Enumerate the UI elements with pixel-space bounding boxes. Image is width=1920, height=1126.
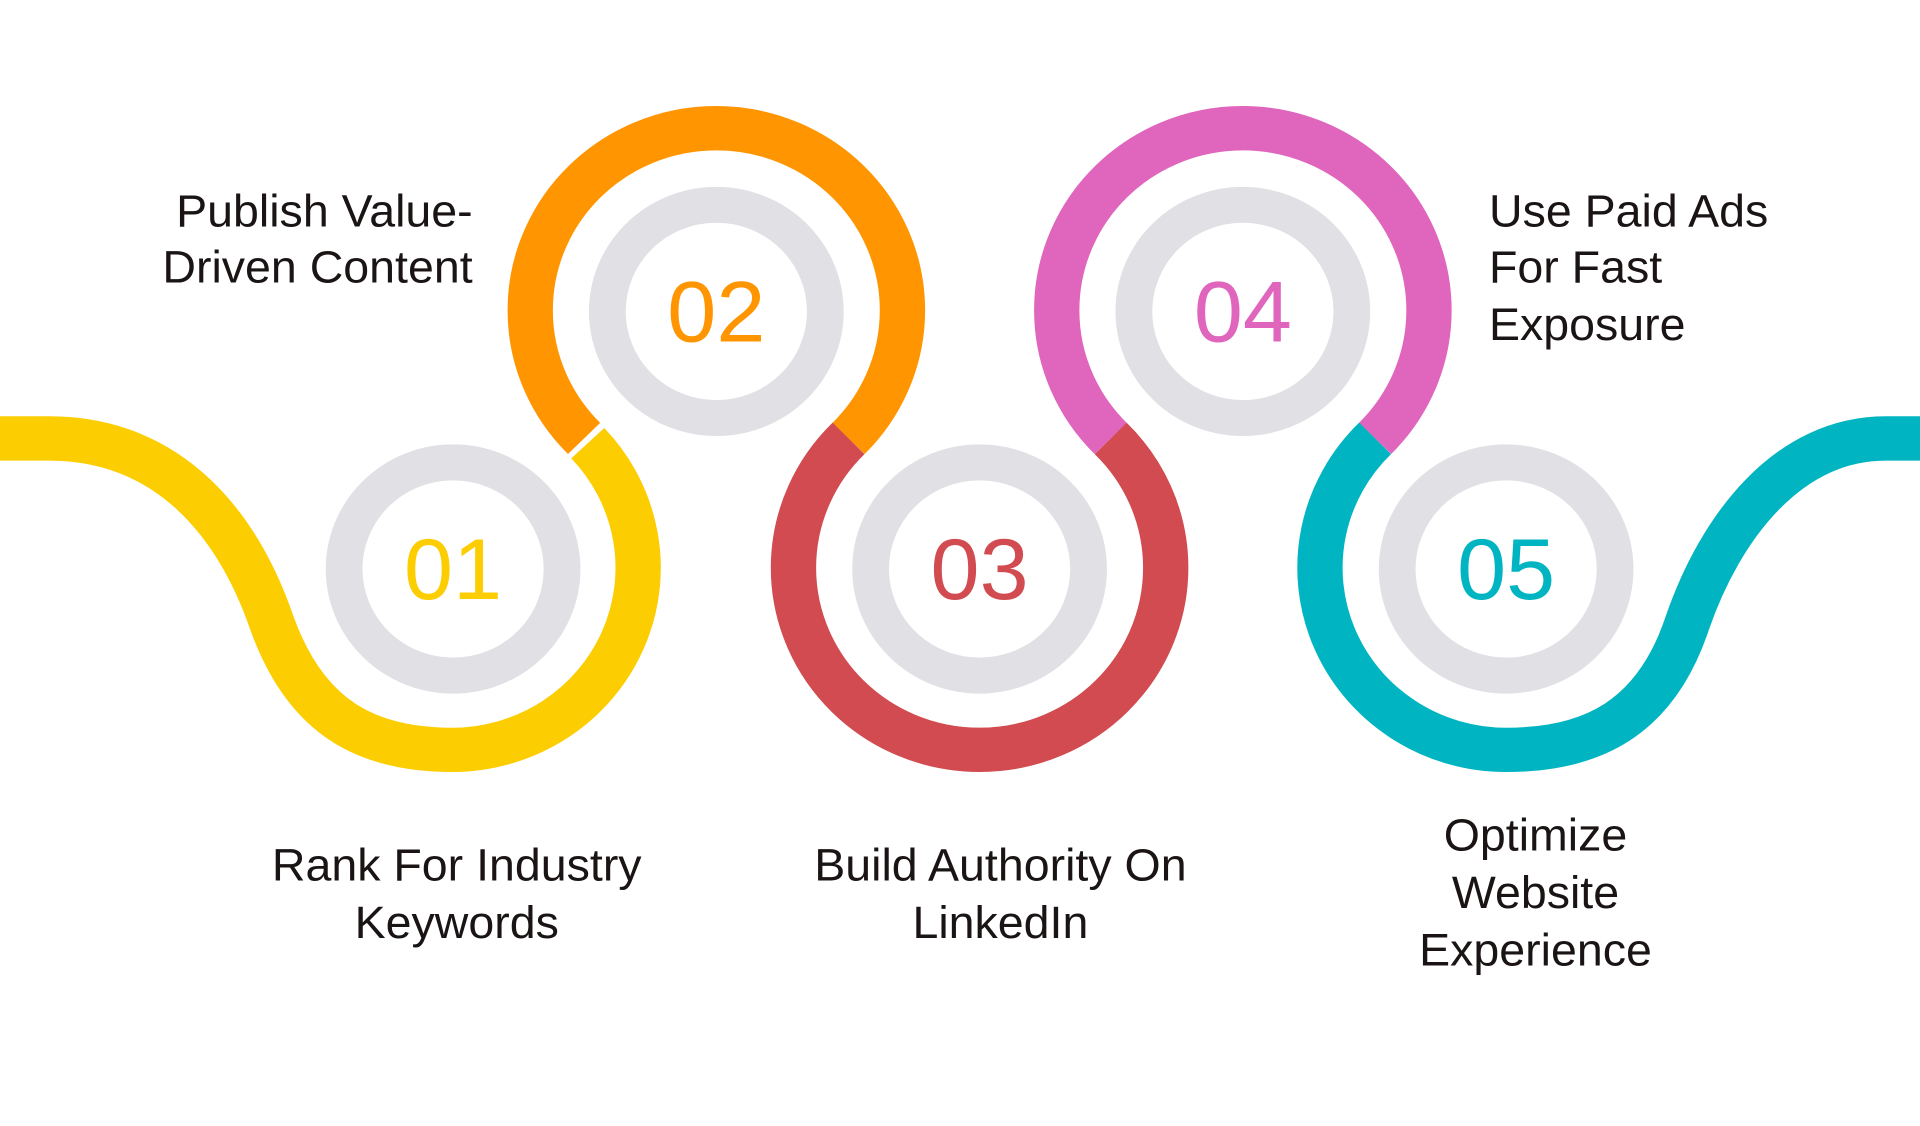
step-04-label-line-3: Exposure <box>1489 299 1686 350</box>
step-04-label-line-1: Use Paid Ads <box>1489 185 1768 236</box>
path-segment-05 <box>1297 416 1920 773</box>
step-02-label-line-2: Driven Content <box>162 241 472 292</box>
step-05-label-line-3: Experience <box>1419 924 1652 975</box>
step-01-label-line-2: Keywords <box>355 896 559 947</box>
step-04-ring <box>1115 186 1371 437</box>
step-01-ring <box>325 444 581 694</box>
step-02-number: 02 <box>667 264 765 360</box>
step-05-number: 05 <box>1457 522 1555 618</box>
step-03-label-line-1: Build Authority On <box>814 839 1186 890</box>
step-03-ring <box>852 444 1107 694</box>
path-segment-03 <box>770 422 1189 772</box>
step-05-label-line-1: Optimize <box>1444 809 1628 860</box>
step-04-label-line-2: For Fast <box>1489 241 1662 292</box>
step-05-label-line-2: Website <box>1452 866 1619 917</box>
step-02-label-line-1: Publish Value- <box>176 185 473 236</box>
step-01-label-line-1: Rank For Industry <box>272 839 642 890</box>
step-02-ring <box>588 186 844 437</box>
step-04-number: 04 <box>1194 264 1292 360</box>
step-03-number: 03 <box>931 522 1029 618</box>
path-segment-04 <box>1034 106 1452 454</box>
path-segment-01 <box>0 416 661 773</box>
step-01-number: 01 <box>404 522 502 618</box>
step-05-ring <box>1378 444 1634 694</box>
path-segment-02 <box>507 106 926 454</box>
step-03-label-line-2: LinkedIn <box>912 896 1088 947</box>
